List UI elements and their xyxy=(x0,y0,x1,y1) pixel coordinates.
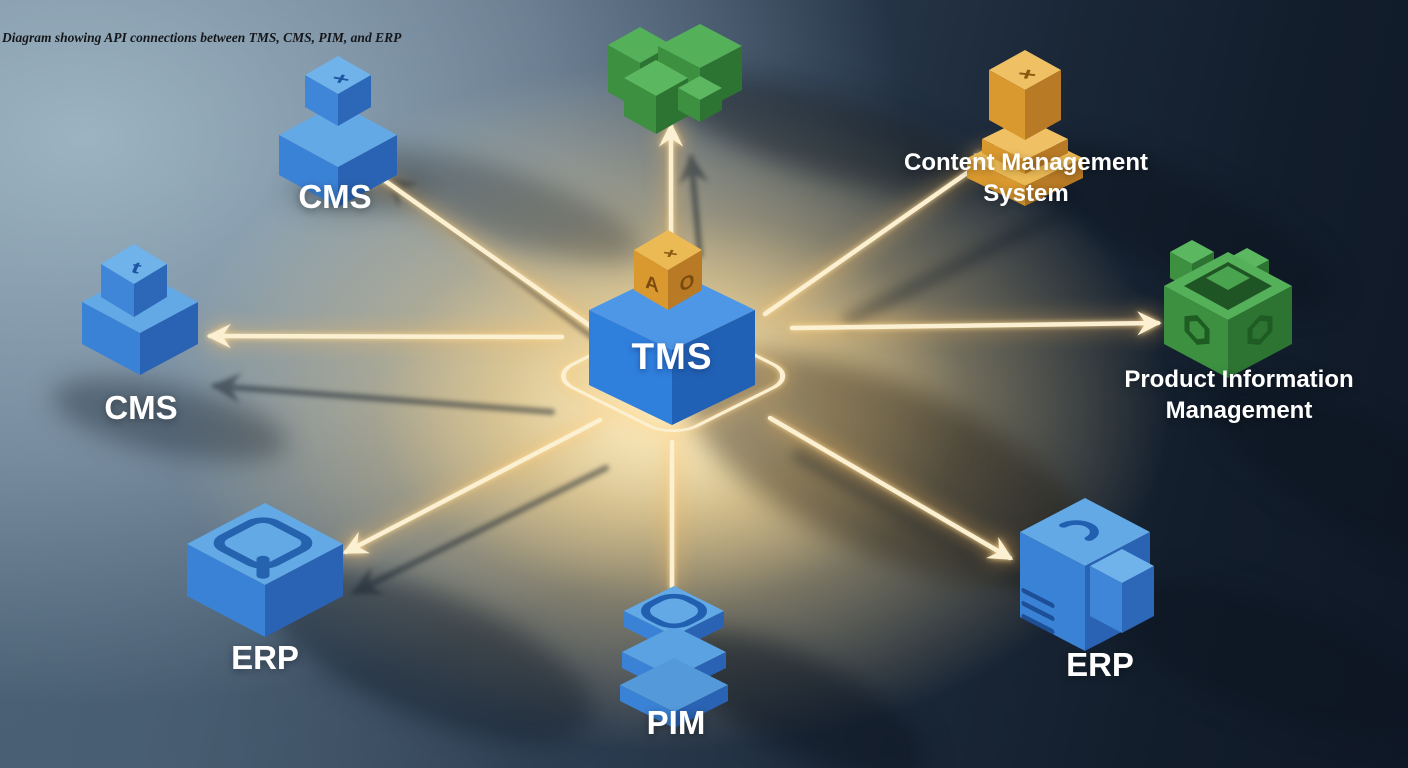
shield-icon xyxy=(641,593,707,629)
label-product-information-management: Product Information Management xyxy=(1124,366,1354,424)
product-information-management-node xyxy=(1164,240,1292,378)
shadow-arrow-up xyxy=(678,153,709,258)
rounded-square-icon xyxy=(213,517,313,579)
handle-icon xyxy=(1059,520,1099,541)
tms-node: + A O xyxy=(589,230,755,425)
cms-top-left-node: + xyxy=(279,56,397,207)
hex-hole-icon xyxy=(1184,315,1210,345)
label-pim: PIM xyxy=(646,704,706,741)
content-management-system-node: + xyxy=(967,50,1083,206)
server-lines-icon xyxy=(1021,588,1055,634)
caption: Diagram showing API connections between … xyxy=(2,30,402,45)
modules-top-node xyxy=(608,24,742,134)
arrow-to-content-management-system xyxy=(762,149,1000,317)
letter-a-icon: A xyxy=(645,271,659,298)
pim-node xyxy=(620,586,728,728)
arrow-to-cms-top-left xyxy=(361,163,599,333)
api-cube: + A O xyxy=(634,230,702,310)
cms-left-node: t xyxy=(82,244,198,375)
hex-hole-icon xyxy=(1247,315,1273,345)
label-content-management-system: Content Management System xyxy=(903,149,1148,207)
arrow-to-cms-left xyxy=(206,323,565,349)
shadow-arrow-left xyxy=(210,373,555,415)
erp-bottom-right-node xyxy=(1020,498,1154,651)
plus-icon: + xyxy=(1014,64,1039,85)
letter-o-icon: O xyxy=(680,270,695,297)
label-cms-left: CMS xyxy=(104,389,178,426)
erp-bottom-left-node xyxy=(187,503,343,637)
arrow-to-erp-bottom-right xyxy=(767,415,1014,561)
plus-icon: + xyxy=(659,245,681,262)
arrow-to-erp-bottom-left xyxy=(342,417,603,555)
label-erp-bottom-left: ERP xyxy=(231,639,299,676)
label-tms: TMS xyxy=(631,336,713,377)
shadow-arrow-down-left xyxy=(350,465,609,595)
arrow-to-product-information-management xyxy=(789,311,1162,336)
label-cms-top-left: CMS xyxy=(298,178,372,215)
label-erp-bottom-right: ERP xyxy=(1066,646,1134,683)
